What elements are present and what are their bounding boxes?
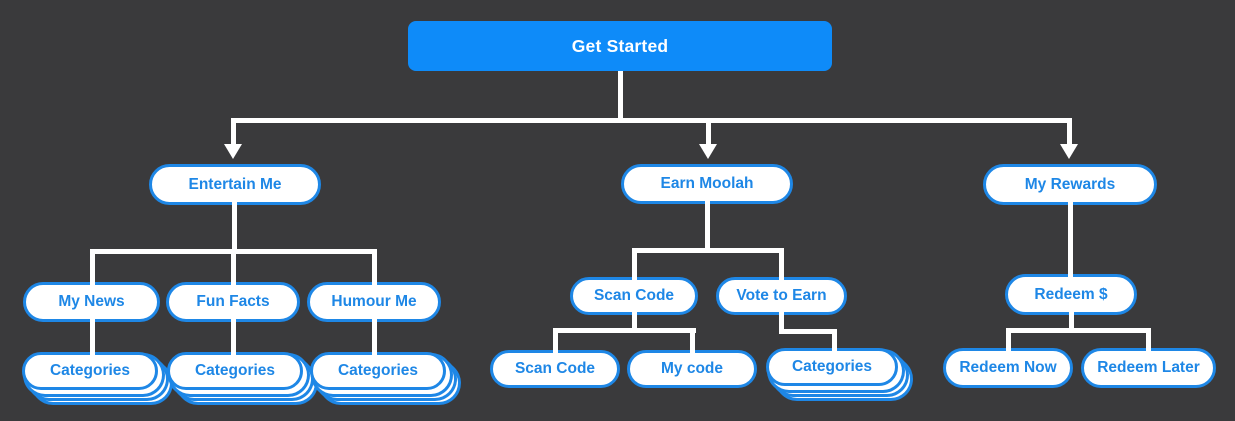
connector-rewards-stem bbox=[1068, 201, 1073, 278]
connector-drop-earn bbox=[706, 118, 711, 146]
node-fun-facts[interactable]: Fun Facts bbox=[166, 282, 300, 322]
node-categories[interactable]: Categories bbox=[310, 352, 446, 390]
arrow-down-icon bbox=[224, 144, 242, 159]
node-redeem-later[interactable]: Redeem Later bbox=[1081, 348, 1216, 388]
node-my-rewards[interactable]: My Rewards bbox=[983, 164, 1157, 205]
connector-scan-stem bbox=[632, 311, 637, 333]
connector-drop-vote-to-earn bbox=[779, 248, 784, 281]
connector-redeem-bar bbox=[1006, 328, 1151, 333]
arrow-down-icon bbox=[699, 144, 717, 159]
connector-drop-humour-me bbox=[372, 249, 377, 286]
node-my-code[interactable]: My code bbox=[627, 350, 757, 388]
connector-drop-redeem-later bbox=[1146, 328, 1151, 352]
connector-root-stem bbox=[618, 71, 623, 123]
connector-mynews-categories bbox=[90, 318, 95, 356]
connector-drop-scan-code bbox=[632, 248, 637, 281]
node-scan-code-2[interactable]: Scan Code bbox=[490, 350, 620, 388]
connector-redeem-stem bbox=[1069, 311, 1074, 333]
node-categories[interactable]: Categories bbox=[167, 352, 303, 390]
node-categories[interactable]: Categories bbox=[766, 348, 898, 386]
connector-vote-elbow-v2 bbox=[832, 329, 837, 352]
node-redeem-now[interactable]: Redeem Now bbox=[943, 348, 1073, 388]
connector-vote-elbow-v1 bbox=[779, 311, 784, 334]
node-categories[interactable]: Categories bbox=[22, 352, 158, 390]
node-redeem[interactable]: Redeem $ bbox=[1005, 274, 1137, 315]
node-humour-me[interactable]: Humour Me bbox=[307, 282, 441, 322]
connector-drop-rewards bbox=[1067, 118, 1072, 146]
connector-earn-stem bbox=[705, 201, 710, 253]
node-scan-code[interactable]: Scan Code bbox=[570, 277, 698, 315]
connector-drop-redeem-now bbox=[1006, 328, 1011, 352]
node-my-news[interactable]: My News bbox=[23, 282, 160, 322]
connector-scan-bar bbox=[553, 328, 696, 333]
connector-top-bar bbox=[231, 118, 1072, 123]
connector-drop-fun-facts bbox=[231, 249, 236, 286]
connector-earn-bar bbox=[632, 248, 784, 253]
connector-drop-scan-code-2 bbox=[553, 328, 558, 354]
connector-entertain-stem bbox=[232, 201, 237, 254]
node-earn-moolah[interactable]: Earn Moolah bbox=[621, 164, 793, 204]
arrow-down-icon bbox=[1060, 144, 1078, 159]
node-entertain-me[interactable]: Entertain Me bbox=[149, 164, 321, 205]
node-vote-to-earn[interactable]: Vote to Earn bbox=[716, 277, 847, 315]
connector-drop-my-code bbox=[690, 328, 695, 354]
connector-drop-entertain bbox=[231, 118, 236, 146]
connector-funfacts-categories bbox=[231, 318, 236, 356]
node-get-started[interactable]: Get Started bbox=[408, 21, 832, 71]
connector-vote-elbow-h bbox=[779, 329, 837, 334]
connector-humourme-categories bbox=[372, 318, 377, 356]
connector-drop-my-news bbox=[90, 249, 95, 286]
